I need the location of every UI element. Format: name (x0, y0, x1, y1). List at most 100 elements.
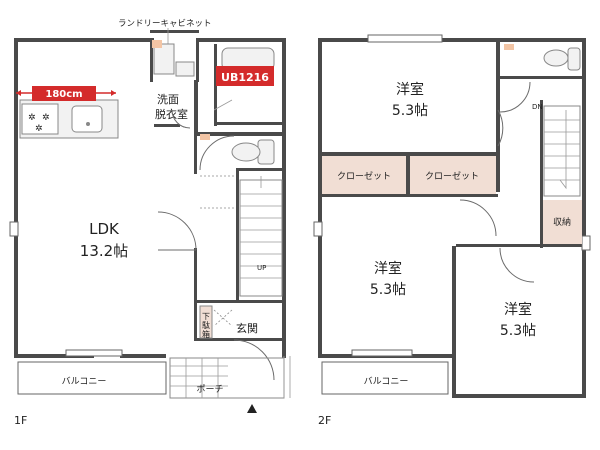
storage-label: 収納 (553, 216, 571, 228)
porch-area (169, 357, 285, 399)
1f-wall-cabinet-right (196, 38, 199, 82)
room-a-name: 洋室 (396, 81, 424, 98)
dim-arrow-right (111, 90, 116, 96)
burner-icon-1: ✲ (28, 113, 36, 123)
cabinet-marker (152, 40, 162, 48)
1f-wall-cabinet-left (150, 38, 153, 82)
2f-wall-roomA-bottom (322, 152, 496, 156)
toilet-marker (200, 134, 210, 140)
burner-icon-2: ✲ (42, 113, 50, 123)
dim-arrow-left (16, 90, 21, 96)
1f-stairs-outline (239, 179, 283, 297)
floor-2f-label: 2F (318, 414, 331, 427)
entry-dash-2 (213, 309, 233, 327)
1f-wall-top-right (198, 38, 284, 42)
kitchen-width-label: 180cm (45, 89, 82, 100)
2f-wall-stairs-left (540, 100, 543, 248)
1f-window-left (9, 221, 19, 237)
1f-stairs (239, 176, 283, 297)
2f-stairs (543, 105, 581, 197)
bath-wall-bottom (214, 122, 284, 125)
washroom-label-2: 脱衣室 (155, 107, 188, 121)
2f-window-left (313, 221, 323, 237)
1f-wall-left (14, 38, 18, 358)
2f-stairs-arrow (559, 110, 567, 190)
2f-toilet-door-swing (499, 81, 531, 113)
washroom-label-1: 洗面 (157, 93, 179, 106)
1f-wall-stairs-left (236, 170, 239, 300)
room-b-door-swing (459, 199, 497, 237)
bath-door-swing (213, 99, 233, 111)
2f-wall-top (318, 38, 586, 42)
ldk-size: 13.2帖 (80, 242, 128, 260)
2f-toilet-tank (567, 47, 581, 71)
entrance-label: 玄関 (236, 321, 258, 335)
porch-label: ポーチ (196, 384, 223, 395)
room-b-size: 5.3帖 (370, 282, 406, 298)
burner-icon-3: ✲ (35, 124, 43, 134)
room-c-door-swing (499, 247, 535, 283)
1f-wall-bottom-left (14, 354, 94, 358)
1f-wall-entry-top (194, 300, 284, 303)
2f-balcony-label: バルコニー (364, 376, 409, 387)
1f-wall-toilet-top (194, 132, 284, 136)
1f-wall-cabinet-top (150, 30, 199, 33)
2f-stairs-dn: DN (532, 103, 543, 111)
kitchen-sink (71, 105, 103, 133)
1f-wall-hall-left-low (194, 248, 197, 340)
front-door-swing (233, 339, 275, 381)
room-a-door-swing (497, 109, 504, 147)
closet-right-label: クローゼット (425, 170, 479, 182)
2f-toilet-marker (504, 44, 514, 50)
washroom-door-swing (171, 109, 191, 129)
toilet-bowl (231, 142, 261, 162)
1f-balcony (17, 361, 167, 395)
2f-balcony (321, 361, 449, 395)
laundry-cabinet (153, 43, 175, 75)
1f-wall-bottom-mid (120, 354, 166, 358)
2f-stairs-outline (543, 105, 581, 197)
1f-wall-wash-bottom (154, 124, 180, 127)
room-c-size: 5.3帖 (500, 323, 536, 339)
2f-wall-closet-divider (406, 156, 410, 196)
closet-right (410, 156, 496, 194)
storage (543, 200, 582, 244)
toilet-door-swing (199, 135, 235, 171)
1f-wall-right (282, 38, 286, 358)
1f-balcony-window (65, 349, 123, 357)
1f-wall-toilet-bottom (236, 168, 284, 171)
2f-wall-left (318, 38, 322, 358)
unit-bath-badge (216, 66, 274, 86)
2f-wall-roomc-left (452, 246, 456, 398)
cooktop (21, 103, 59, 135)
1f-balcony-label: バルコニー (62, 376, 107, 387)
2f-window-right (581, 235, 591, 251)
sink-drain (86, 122, 90, 126)
laundry-cabinet-label: ランドリーキャビネット (118, 19, 212, 29)
2f-wall-bottom-right (452, 394, 586, 398)
1f-stairs-up: UP (257, 264, 266, 272)
2f-wall-toilet-bottom (496, 76, 582, 79)
2f-wall-right (582, 38, 586, 398)
1f-wall-top-left (14, 38, 154, 42)
room-c-name: 洋室 (504, 301, 532, 318)
shoe-box (199, 305, 213, 339)
2f-wall-storage-left (540, 200, 543, 248)
2f-balcony-window (351, 349, 413, 357)
unit-bath-label: UB1216 (221, 71, 269, 84)
2f-wall-roomA-right (496, 42, 500, 192)
floor-1f: ランドリーキャビネット UB1216 洗面 脱衣室 ✲ ✲ ✲ 180cm LD… (9, 19, 291, 427)
1f-wall-wash-right (194, 80, 198, 136)
kitchen-width-badge (32, 86, 96, 101)
ldk-name: LDK (89, 220, 120, 238)
closet-left-label: クローゼット (337, 170, 391, 182)
2f-window-top (367, 34, 443, 43)
2f-wall-roomc-top (456, 244, 586, 247)
1f-wall-hall-left (194, 136, 197, 174)
room-a-size: 5.3帖 (392, 103, 428, 119)
floor-2f: DN 洋室 5.3帖 クローゼット クローゼット 収納 洋室 5.3帖 洋室 5… (313, 34, 591, 427)
washing-machine-pan (175, 61, 195, 77)
shoe-box-label: 下駄箱 (202, 312, 210, 339)
floor-1f-label: 1F (14, 414, 27, 427)
